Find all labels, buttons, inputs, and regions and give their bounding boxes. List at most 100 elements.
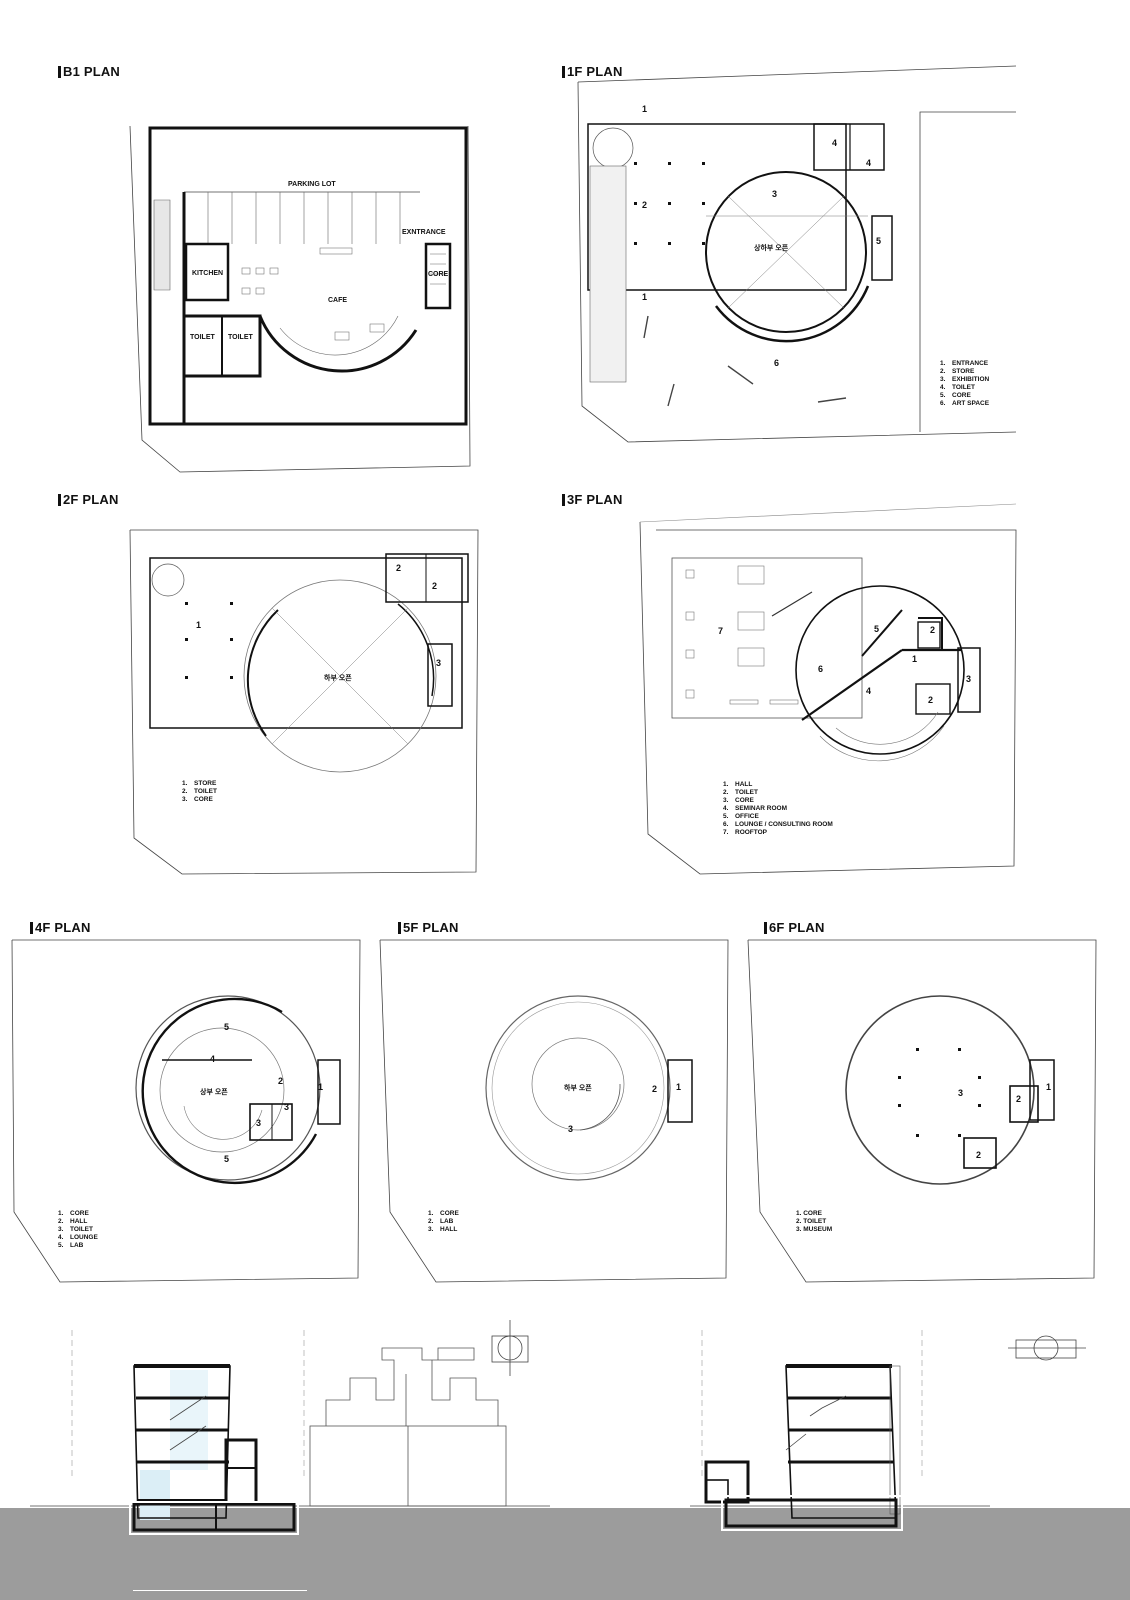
legend-text: CORE [952,392,971,399]
legend-text: OFFICE [735,813,759,820]
legend-number: 6. [723,821,729,828]
room-number: 3 [966,674,971,684]
void-label: 상부 오픈 [200,1087,228,1096]
section-b-drawing [690,1330,1090,1550]
toilet-label-b: TOILET [228,334,253,341]
legend-text: ROOFTOP [735,829,768,836]
legend-item: 2.STORE [940,368,989,376]
room-number: 4 [866,158,871,168]
legend-item: 3.EXHIBITION [940,376,989,384]
f3-plan-title-text: 3F PLAN [567,492,623,507]
room-number: 3 [256,1118,261,1128]
legend-number: 2. [723,789,729,796]
legend-text: HALL [735,781,753,788]
f4-legend: 1.CORE 2.HALL 3.TOILET 4.LOUNGE 5.LAB [58,1210,98,1250]
title-bar [562,65,565,78]
room-number: 3 [958,1088,963,1098]
b1-plan-title-text: B1 PLAN [63,64,121,79]
legend-item: 5. OFFICE [723,813,833,821]
f5-plan-drawing: 1 2 3 하부 오픈 [379,936,732,1286]
legend-item: 2.TOILET [723,789,833,797]
toilet-label-a: TOILET [190,334,215,341]
kitchen-label: KITCHEN [192,270,223,277]
legend-text: TOILET [70,1226,93,1233]
section-a-drawing [30,1320,550,1550]
legend-text: LOUNGE [70,1234,98,1241]
legend-text: STORE [194,780,217,787]
title-bar [58,493,61,506]
f1-legend: 1.ENTRANCE 2.STORE 3.EXHIBITION 4.TOILET… [940,360,989,408]
legend-number: 5. [723,813,729,820]
room-number: 3 [284,1102,289,1112]
room-number: 5 [224,1022,229,1032]
room-number: 5 [224,1154,229,1164]
room-number: 5 [876,236,881,246]
b1-plan-title: B1 PLAN [58,64,120,79]
legend-item: 6. LOUNGE / CONSULTING ROOM [723,821,833,829]
legend-item: 3.CORE [723,797,833,805]
legend-number: 6. [940,400,946,407]
legend-number: 5. [58,1242,64,1249]
f5-plan-title-text: 5F PLAN [403,920,459,935]
room-number: 2 [1016,1094,1021,1104]
legend-number: 1. [428,1210,434,1217]
room-number: 2 [930,625,935,635]
legend-number: 3. [182,796,188,803]
legend-item: 5. LAB [58,1242,98,1250]
core-label: CORE [428,271,449,278]
room-number: 3 [772,189,777,199]
legend-item: 3. MUSEUM [796,1226,833,1233]
legend-item: 3.TOILET [58,1226,98,1234]
room-number: 1 [642,292,647,302]
legend-item: 1. CORE [796,1210,823,1217]
f1-plan-drawing: 1 2 1 3 4 4 5 6 상하부 오픈 [577,65,1018,446]
f6-plan-title: 6F PLAN [764,920,825,935]
title-bar [764,921,767,934]
room-number: 6 [818,664,823,674]
room-number: 1 [318,1082,323,1092]
room-number: 7 [718,626,723,636]
room-number: 2 [278,1076,283,1086]
legend-number: 2. [940,368,946,375]
legend-number: 2. [58,1218,64,1225]
legend-number: 2. [428,1218,434,1225]
legend-item: 1. STORE [182,780,217,788]
legend-item: 2. TOILET [796,1218,827,1225]
f1-plan-title: 1F PLAN [562,64,623,79]
legend-item: 1. CORE [428,1210,459,1218]
legend-item: 3.HALL [428,1226,459,1234]
legend-text: CORE [440,1210,459,1217]
legend-text: TOILET [952,384,975,391]
entrance-label: EXNTRANCE [402,229,446,236]
room-number: 2 [652,1084,657,1094]
title-bar [562,493,565,506]
legend-number: 1. [723,781,729,788]
room-number: 1 [912,654,917,664]
legend-text: LOUNGE / CONSULTING ROOM [735,821,833,828]
legend-item: 7.ROOFTOP [723,829,833,837]
legend-number: 4. [723,805,729,812]
legend-text: LAB [70,1242,84,1249]
f2-plan-title: 2F PLAN [58,492,119,507]
legend-item: 2.LAB [428,1218,459,1226]
room-number: 2 [642,200,647,210]
title-bar [398,921,401,934]
legend-number: 4. [940,384,946,391]
legend-number: 1. [182,780,188,787]
legend-text: HALL [440,1226,458,1233]
room-number: 2 [396,563,401,573]
cafe-label: CAFE [328,297,347,304]
legend-text: CORE [194,796,213,803]
legend-number: 1. [940,360,946,367]
room-number: 1 [642,104,647,114]
legend-number: 3. [723,797,729,804]
f6-plan-title-text: 6F PLAN [769,920,825,935]
legend-text: ART SPACE [952,400,990,407]
room-number: 4 [210,1054,215,1064]
ground-fill [0,1508,1130,1600]
f2-plan-title-text: 2F PLAN [63,492,119,507]
legend-item: 1.CORE [58,1210,98,1218]
void-label: 상하부 오픈 [754,243,789,252]
f4-plan-title: 4F PLAN [30,920,91,935]
f4-plan-drawing: 5 4 2 1 3 3 5 상부 오픈 [11,936,364,1286]
